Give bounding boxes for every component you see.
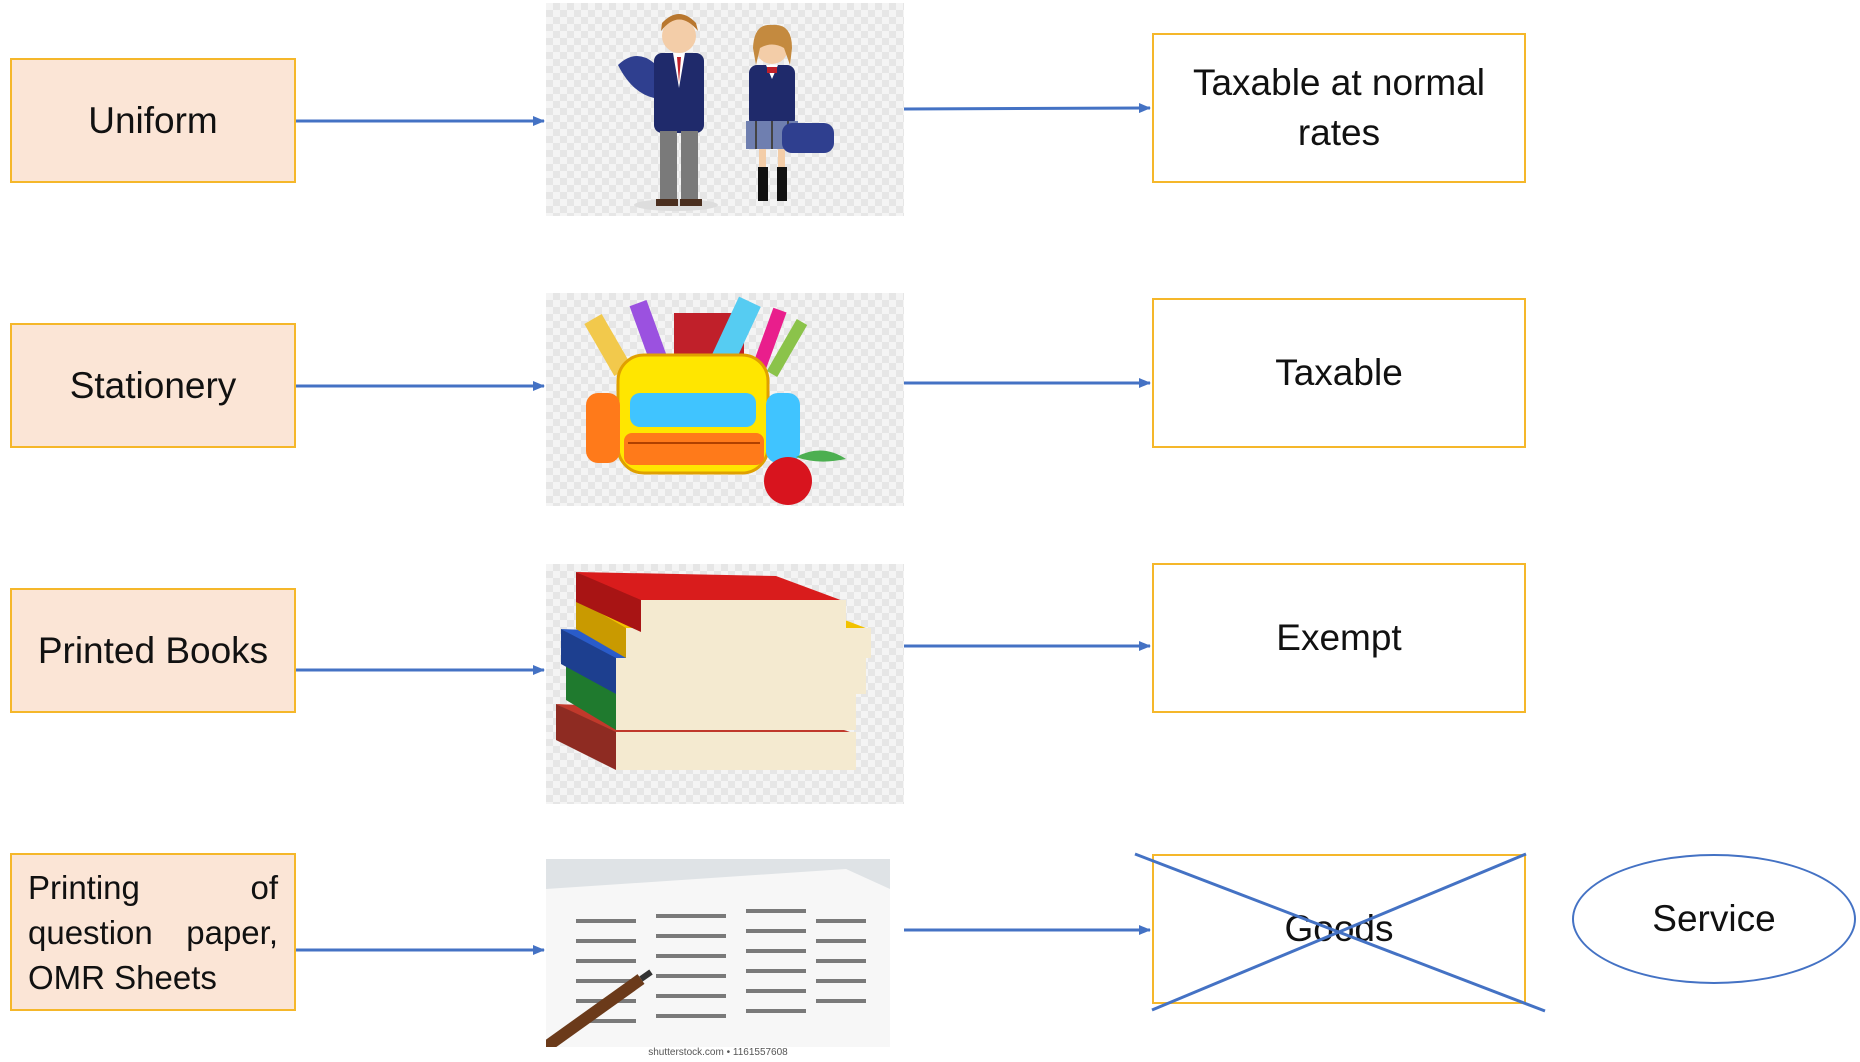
- category-label: Printed Books: [37, 629, 269, 671]
- alternative-label: Service: [1652, 898, 1776, 939]
- result-label: Exempt: [1276, 617, 1402, 659]
- photo-credit: shutterstock.com • 1161557608: [648, 1047, 788, 1058]
- category-box-uniform: Uniform: [10, 58, 296, 183]
- stationery-bag-image: [546, 293, 904, 506]
- books-stack-image: [546, 564, 904, 804]
- service-oval: Service: [1572, 854, 1856, 984]
- category-box-stationery: Stationery: [10, 323, 296, 448]
- category-box-printed-books: Printed Books: [10, 588, 296, 713]
- result-label: Taxable: [1275, 352, 1403, 394]
- category-label: Stationery: [69, 364, 237, 406]
- result-box-printed-books: Exempt: [1152, 563, 1526, 713]
- category-label: Printing of question paper, OMR Sheets: [28, 868, 278, 996]
- result-box-stationery: Taxable: [1152, 298, 1526, 448]
- category-label: Uniform: [88, 99, 218, 141]
- category-box-printing: Printing of question paper, OMR Sheets: [10, 853, 296, 1011]
- result-label: Taxable at normal rates: [1192, 62, 1486, 153]
- cross-line-2: [1151, 852, 1527, 1012]
- arrow-image-to-taxable-normal: [903, 103, 1151, 114]
- result-label: Goods: [1284, 908, 1394, 950]
- uniform-students-image: [546, 3, 904, 216]
- result-box-uniform: Taxable at normal rates: [1152, 33, 1526, 183]
- omr-sheet-photo: [546, 859, 890, 1047]
